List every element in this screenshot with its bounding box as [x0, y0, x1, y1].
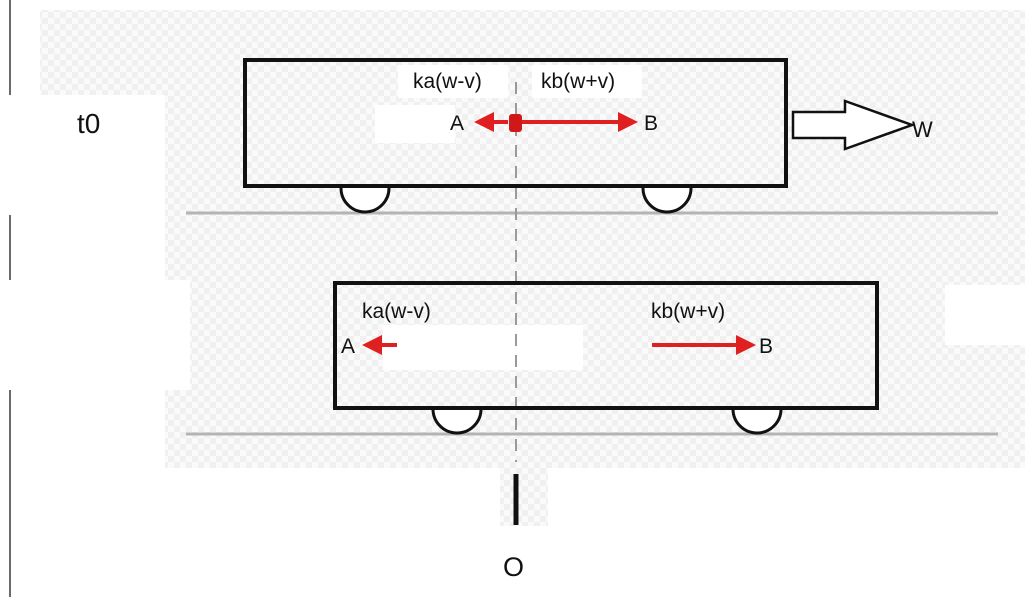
top-car-arrow-b-head	[618, 112, 638, 132]
top-car: ka(w-v) kb(w+v) A B	[243, 58, 788, 214]
bottom-car-label-a: A	[341, 335, 355, 358]
bottom-car-speed-a: ka(w-v)	[362, 300, 431, 323]
bottom-car-speed-b: kb(w+v)	[651, 300, 725, 323]
origin-label: O	[503, 552, 524, 582]
bottom-car-arrow-b-head	[736, 335, 756, 355]
bottom-car: ka(w-v) kb(w+v) A B	[333, 281, 879, 435]
top-car-arrow-a-head	[474, 112, 494, 132]
top-car-label-a: A	[450, 112, 464, 135]
velocity-arrow	[791, 99, 916, 151]
light-source	[509, 114, 522, 132]
top-car-left-wheel	[339, 187, 391, 214]
velocity-label: W	[912, 117, 933, 142]
background-texture	[0, 10, 1025, 526]
bottom-car-left-wheel	[431, 408, 483, 435]
top-car-right-wheel	[641, 187, 693, 214]
top-car-speed-a: ka(w-v)	[413, 70, 482, 93]
bottom-car-body	[333, 281, 879, 410]
top-car-label-b: B	[644, 112, 658, 135]
time-label: t0	[77, 108, 100, 139]
bottom-car-label-b: B	[759, 335, 773, 358]
bottom-car-right-wheel	[731, 408, 783, 435]
top-car-speed-b: kb(w+v)	[541, 70, 615, 93]
top-car-body	[243, 58, 788, 188]
bottom-car-arrow-a-head	[362, 335, 382, 355]
